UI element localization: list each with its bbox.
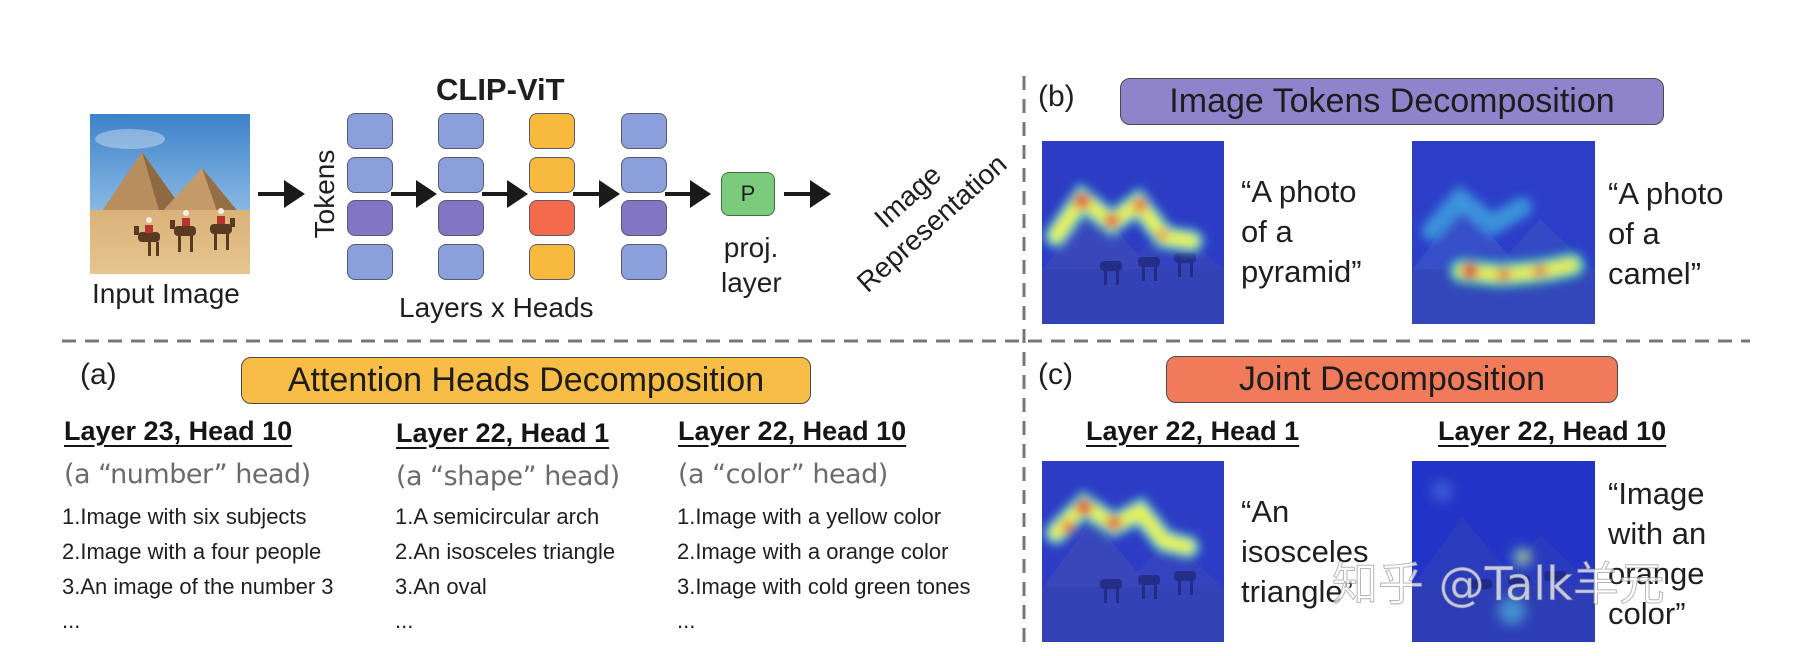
head-column-3-item-2: 2.Image with a orange color bbox=[677, 539, 949, 564]
layers-heads-label: Layers x Heads bbox=[399, 292, 594, 323]
input-image bbox=[90, 114, 250, 274]
token-l1-3 bbox=[347, 200, 393, 236]
head-column-2-item-2: 2.An isosceles triangle bbox=[395, 539, 616, 564]
caption-triangle-line-3: triangle” bbox=[1241, 574, 1353, 609]
token-l2-1 bbox=[438, 113, 484, 149]
panel-a-title: Attention Heads Decomposition bbox=[241, 357, 811, 404]
heatmap-camel bbox=[1412, 141, 1595, 324]
model-title: CLIP-ViT bbox=[436, 72, 565, 107]
token-l3-4 bbox=[529, 244, 575, 280]
pipeline-arrows bbox=[258, 180, 831, 208]
input-image-caption: Input Image bbox=[92, 278, 240, 309]
panel-c-title: Joint Decomposition bbox=[1166, 356, 1618, 403]
head-column-1-subhead: (a “number” head) bbox=[64, 459, 311, 490]
proj-layer-box: P bbox=[721, 172, 775, 216]
caption-triangle-line-2: isosceles bbox=[1241, 534, 1369, 569]
head-column-2-item-4: ... bbox=[395, 608, 414, 633]
token-l4-4 bbox=[621, 244, 667, 280]
caption-orange-line-4: color” bbox=[1608, 596, 1686, 631]
head-column-2-heading: Layer 22, Head 1 bbox=[396, 418, 610, 448]
token-l4-2 bbox=[621, 157, 667, 193]
head-column-1-item-1: 1.Image with six subjects bbox=[62, 504, 307, 529]
head-column-2-subhead: (a “shape” head) bbox=[396, 461, 620, 492]
panel-b-title: Image Tokens Decomposition bbox=[1120, 78, 1664, 125]
head-column-3-heading: Layer 22, Head 10 bbox=[678, 416, 907, 446]
heatmap-pyramid bbox=[1042, 141, 1224, 324]
token-l2-3 bbox=[438, 200, 484, 236]
joint-heading-1: Layer 22, Head 1 bbox=[1086, 416, 1300, 446]
head-column-3-subhead: (a “color” head) bbox=[678, 459, 888, 490]
head-column-3-item-4: ... bbox=[677, 608, 696, 633]
proj-label: proj. layer bbox=[721, 230, 782, 300]
caption-triangle-line-1: “An bbox=[1241, 494, 1290, 529]
token-l2-2 bbox=[438, 157, 484, 193]
caption-camel-line-3: camel” bbox=[1608, 256, 1702, 291]
caption-orange-color: “Image with an orange color” bbox=[1608, 474, 1706, 634]
heatmap-triangle bbox=[1042, 461, 1224, 642]
panel-a-label: (a) bbox=[80, 358, 117, 391]
token-l4-1 bbox=[621, 113, 667, 149]
caption-camel-line-1: “A photo bbox=[1608, 176, 1724, 211]
token-l3-1 bbox=[529, 113, 575, 149]
panel-b-label: (b) bbox=[1038, 80, 1075, 113]
head-column-1-item-4: ... bbox=[62, 608, 81, 633]
head-column-1-heading: Layer 23, Head 10 bbox=[64, 416, 293, 446]
caption-camel: “A photo of a camel” bbox=[1608, 174, 1723, 294]
token-l2-4 bbox=[438, 244, 484, 280]
joint-heading-2: Layer 22, Head 10 bbox=[1438, 416, 1667, 446]
caption-orange-line-1: “Image bbox=[1608, 476, 1705, 511]
token-l3-3 bbox=[529, 200, 575, 236]
token-l1-4 bbox=[347, 244, 393, 280]
panel-c-label: (c) bbox=[1038, 358, 1073, 391]
proj-label-line-1: proj. bbox=[723, 232, 779, 263]
caption-pyramid: “A photo of a pyramid” bbox=[1241, 172, 1362, 292]
head-column-3-item-3: 3.Image with cold green tones bbox=[677, 574, 971, 599]
watermark: 知乎 @Talk羊元 bbox=[1332, 557, 1666, 612]
head-column-2-item-1: 1.A semicircular arch bbox=[395, 504, 600, 529]
caption-orange-line-3: orange bbox=[1608, 556, 1705, 591]
token-l1-2 bbox=[347, 157, 393, 193]
caption-camel-line-2: of a bbox=[1608, 216, 1660, 251]
token-l4-3 bbox=[621, 200, 667, 236]
heatmap-orange-color bbox=[1412, 461, 1595, 642]
proj-symbol: P bbox=[740, 181, 756, 206]
head-column-3-item-1: 1.Image with a yellow color bbox=[677, 504, 942, 529]
caption-pyramid-line-2: of a bbox=[1241, 214, 1293, 249]
proj-label-line-2: layer bbox=[721, 267, 782, 298]
caption-pyramid-line-3: pyramid” bbox=[1241, 254, 1362, 289]
head-column-2-item-3: 3.An oval bbox=[395, 574, 487, 599]
token-l1-1 bbox=[347, 113, 393, 149]
head-column-1-item-3: 3.An image of the number 3 bbox=[62, 574, 334, 599]
token-l3-2 bbox=[529, 157, 575, 193]
caption-orange-line-2: with an bbox=[1608, 516, 1707, 551]
caption-pyramid-line-1: “A photo bbox=[1241, 174, 1357, 209]
head-column-1-item-2: 2.Image with a four people bbox=[62, 539, 322, 564]
caption-triangle: “An isosceles triangle” bbox=[1241, 492, 1369, 612]
